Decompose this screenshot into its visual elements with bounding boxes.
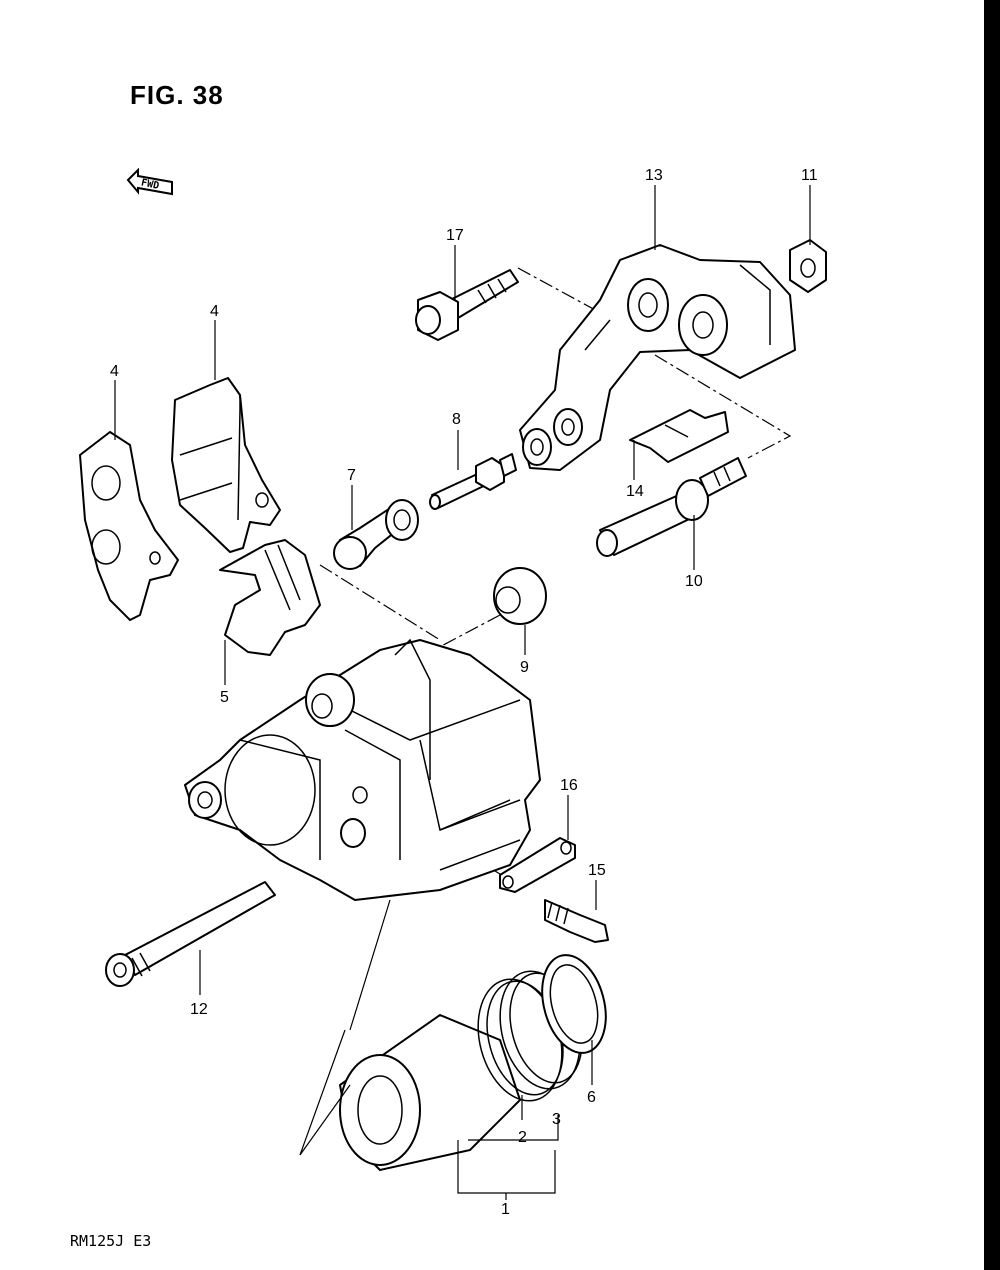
scan-edge-bar — [984, 0, 1000, 1270]
callout-13: 13 — [645, 167, 663, 184]
part-12-pad-pin — [105, 881, 276, 987]
callout-6: 6 — [587, 1089, 596, 1106]
callout-17: 17 — [446, 227, 464, 244]
callout-5: 5 — [220, 689, 229, 706]
part-17-bolt — [415, 269, 519, 341]
model-code: RM125J E3 — [70, 1232, 152, 1250]
figure-title: FIG. 38 — [130, 80, 224, 110]
part-4-brake-pad — [171, 377, 281, 553]
callout-4-front: 4 — [210, 303, 219, 320]
callout-11: 11 — [801, 167, 818, 184]
caliper-body — [184, 638, 541, 901]
callout-7: 7 — [347, 467, 356, 484]
callout-15: 15 — [588, 862, 606, 879]
callout-16: 16 — [560, 777, 578, 794]
part-9-boot — [493, 567, 547, 625]
callout-1: 1 — [501, 1201, 510, 1218]
callout-leaders — [114, 185, 811, 1200]
callout-10: 10 — [685, 573, 703, 590]
fwd-arrow-icon: FWD — [126, 168, 173, 196]
part-5-pad-spring — [219, 539, 321, 656]
part-10-slide-pin — [596, 457, 747, 557]
part-8-pin — [429, 453, 517, 510]
callout-9: 9 — [520, 659, 529, 676]
callout-12: 12 — [190, 1001, 208, 1018]
callout-14: 14 — [626, 483, 644, 500]
part-7-boot — [333, 499, 419, 570]
part-1-piston — [339, 1014, 521, 1171]
part-15-bleeder-valve — [544, 899, 609, 943]
part-13-caliper-bracket — [519, 244, 796, 471]
part-4-brake-pad-shim — [79, 431, 179, 621]
callout-3: 3 — [552, 1111, 561, 1128]
part-6-boot-ring — [541, 954, 607, 1054]
part-16-link-plate — [499, 837, 576, 893]
callout-2: 2 — [518, 1129, 527, 1146]
part-11-nut — [789, 239, 827, 293]
part-14-retainer-clip — [629, 409, 729, 463]
fwd-label: FWD — [140, 177, 160, 192]
callout-8: 8 — [452, 411, 461, 428]
callout-4-rear: 4 — [110, 363, 119, 380]
